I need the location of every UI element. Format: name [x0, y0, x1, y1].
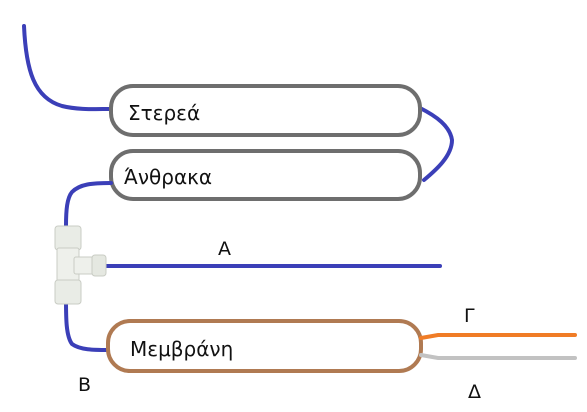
- line-a-label: A: [218, 238, 231, 260]
- carbon-filter: Άνθρακα: [109, 149, 422, 201]
- membrane-filter: Μεμβράνη: [106, 319, 423, 373]
- sediment-filter-label: Στερεά: [128, 101, 200, 125]
- tee-side-cap: [91, 254, 107, 277]
- membrane-filter-label: Μεμβράνη: [130, 337, 233, 361]
- membrane-filter-housing: [106, 319, 423, 373]
- line-d-tube: [419, 353, 577, 360]
- tee-fitting-icon: [54, 225, 107, 305]
- line-g-tube: [419, 333, 577, 340]
- line-d-label: Δ: [468, 381, 481, 403]
- carbon-filter-housing: [109, 149, 422, 201]
- carbon-to-tee-tube: [64, 181, 113, 228]
- tee-to-membrane-tube: [64, 298, 110, 352]
- filter-connector-tube: [418, 106, 455, 182]
- line-g-label: Γ: [464, 305, 475, 327]
- tee-bottom-cap: [54, 279, 82, 305]
- sediment-filter: Στερεά: [109, 84, 422, 137]
- line-b-label: B: [78, 374, 91, 396]
- sediment-filter-housing: [109, 84, 422, 137]
- carbon-filter-label: Άνθρακα: [124, 165, 212, 189]
- tee-top-cap: [54, 225, 82, 251]
- inlet-tube: [22, 24, 112, 112]
